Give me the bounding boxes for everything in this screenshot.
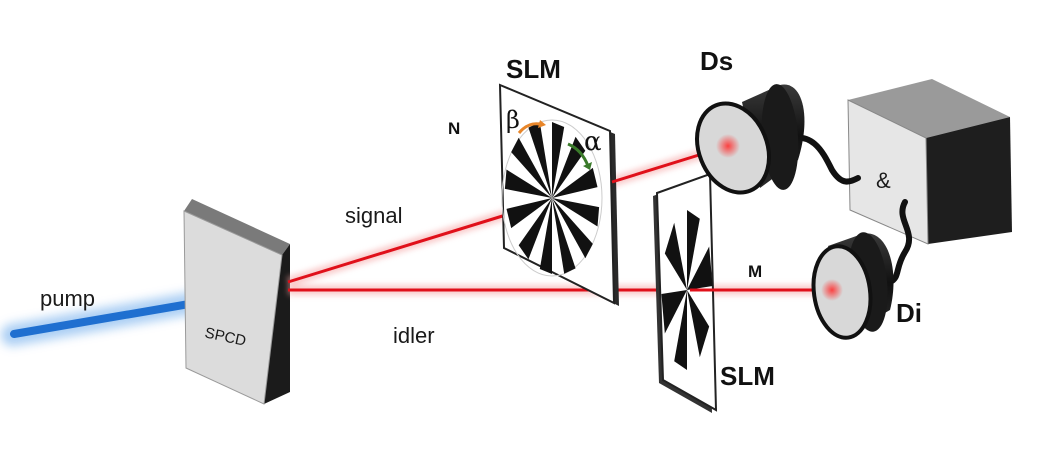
- box-front: [847, 99, 929, 245]
- crystal-top: [184, 199, 290, 255]
- ds-back: [761, 84, 799, 190]
- slm-bottom-petal: [674, 290, 687, 370]
- slm-top-petal: [528, 122, 552, 198]
- slm-top-petal: [552, 198, 576, 274]
- box-top: [848, 79, 1010, 138]
- box-side: [926, 117, 1012, 244]
- di-spot: [821, 279, 843, 301]
- slm-bottom-petal: [687, 210, 700, 290]
- slm-top-petal: [552, 198, 600, 227]
- beta-label: β: [506, 106, 520, 134]
- alpha-arrow-head: [583, 162, 592, 170]
- slm-bottom-pattern: [661, 210, 713, 370]
- slm-bottom-petal: [664, 222, 687, 290]
- coincidence-box: [847, 79, 1012, 245]
- detector-di: [811, 232, 894, 340]
- alpha-arrow: [567, 142, 590, 167]
- slm-top-petal: [511, 137, 552, 198]
- di-label: Di: [896, 298, 922, 328]
- slm-top-petal: [552, 167, 598, 198]
- beta-arrow: [517, 122, 541, 134]
- slm-top-petal: [552, 122, 565, 198]
- slm-top-aperture: [501, 119, 603, 277]
- idler-label: idler: [393, 323, 435, 348]
- slm-bottom-petal: [687, 246, 713, 290]
- crystal: [183, 199, 290, 405]
- n-label: N: [448, 119, 460, 138]
- beta-arrow-head: [538, 120, 546, 128]
- cable-di: [887, 199, 913, 285]
- slm-top-pattern: [504, 122, 600, 274]
- crystal-side: [264, 244, 290, 404]
- slm-bottom: [653, 172, 718, 413]
- m-label: M: [748, 262, 762, 281]
- crystal-front: [183, 210, 283, 405]
- slm-bottom-petal: [661, 290, 687, 334]
- ds-label: Ds: [700, 46, 733, 76]
- slm-top: [498, 83, 619, 306]
- pump-label: pump: [40, 286, 95, 311]
- alpha-label: α: [584, 127, 602, 157]
- signal-label: signal: [345, 203, 402, 228]
- ds-spot: [716, 134, 740, 158]
- slm-top-petal: [506, 198, 552, 229]
- coincidence-label: &: [876, 168, 891, 193]
- slm-top-petal: [504, 169, 552, 198]
- slm-bottom-panel: [655, 172, 718, 412]
- detector-ds: [695, 84, 805, 195]
- slm-top-petal: [539, 198, 552, 274]
- slm-top-label: SLM: [506, 54, 561, 84]
- slm-top-petal: [518, 198, 552, 260]
- slm-top-petal: [552, 198, 593, 259]
- slm-top-petal: [552, 136, 586, 198]
- slm-bottom-label: SLM: [720, 361, 775, 391]
- slm-bottom-petal: [687, 290, 710, 358]
